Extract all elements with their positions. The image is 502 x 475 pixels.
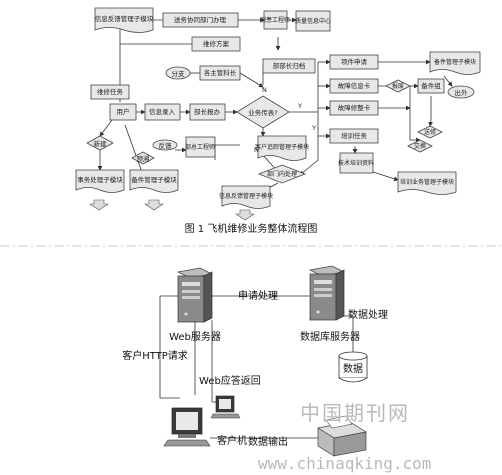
label-info-feedback-mgmt: 信息反馈管理子模块 — [95, 14, 154, 23]
label-repair: 送修 — [424, 128, 436, 136]
label-data-processing: 数据处理 — [348, 308, 388, 321]
label-spares-mgmt-module: 备件管理子模块 — [131, 175, 177, 184]
node-quality-info-center-shape — [295, 10, 331, 32]
label-dept-leader-review: 部部长归档 — [273, 61, 306, 70]
label-y1: Y — [297, 102, 302, 110]
label-internal-process: 部门内处理 — [267, 170, 297, 178]
top-caption: 图 1 飞机维修业务整体流程图 — [185, 222, 318, 235]
label-web-server: Web服务器 — [169, 330, 221, 343]
label-dept-coordination: 送务协同部门办理 — [174, 15, 227, 24]
label-training-mgmt-module: 培训业务管理子模块 — [400, 178, 454, 186]
node-repair-shape — [417, 125, 443, 139]
node-user-shape — [109, 103, 137, 121]
node-maintenance-task-shape — [90, 84, 130, 100]
label-spares-mgmt-module2: 备件管理子模块 — [434, 58, 476, 66]
label-branch: 分支 — [172, 69, 186, 78]
node-dept-leader-review-shape — [262, 58, 316, 74]
node-is-business-task-shape — [236, 95, 290, 129]
label-new-build: 新建 — [94, 139, 108, 148]
label-biz-process-module: 事务处理子模块 — [77, 175, 123, 184]
web-server-icon — [176, 267, 214, 323]
label-outside: 出外 — [455, 88, 469, 97]
label-maintenance-task: 维修任务 — [97, 87, 124, 96]
node-feedback-shape — [152, 139, 178, 151]
label-is-business-task: 业务传表? — [248, 108, 277, 117]
label-y2: Y — [311, 124, 316, 132]
top-node-shapes — [75, 7, 481, 209]
label-feedback: 反馈 — [159, 141, 173, 150]
node-info-feedback-mgmt2-shape — [221, 185, 271, 209]
label-item-apply: 项件申请 — [341, 57, 368, 66]
database-cylinder-icon — [338, 351, 368, 383]
node-training-mgmt-module-shape — [397, 171, 457, 195]
label-n2: N — [254, 146, 259, 154]
node-branch-shape — [165, 66, 191, 80]
bottom-connectors — [159, 295, 354, 439]
bottom-architecture: Web服务器 数据库服务器 申请处理 数据处理 数据 客户HTTP请求 Web应… — [122, 265, 388, 457]
label-tech-training: 技术培训资料 — [338, 159, 374, 167]
db-server-icon — [308, 265, 346, 321]
label-report: 报废 — [392, 82, 404, 90]
node-info-entry-shape — [144, 103, 181, 121]
label-customer-track-module: 客户追踪管理子模块 — [255, 143, 309, 151]
node-dept-tool-engineer-shape — [185, 136, 216, 158]
label-exchange: 交换 — [414, 142, 426, 150]
label-maintenance-plan: 维修方案 — [203, 39, 230, 48]
node-dept-leader-approve-shape — [189, 103, 226, 121]
node-new-build-shape — [86, 135, 114, 151]
node-spares-mgmt-module-shape — [129, 169, 179, 193]
label-data-output: 数据输出 — [248, 435, 288, 448]
node-tech-training-shape — [339, 152, 374, 174]
label-db-server: 数据库服务器 — [300, 330, 360, 343]
node-report-shape — [385, 79, 411, 93]
label-user: 用户 — [117, 107, 130, 116]
node-spare-group-shape — [417, 78, 445, 94]
label-client: 客户机 — [217, 434, 247, 447]
node-item-apply-shape — [329, 54, 379, 70]
label-task-manager: 各主管科长 — [204, 68, 237, 77]
node-outside-shape — [447, 85, 475, 99]
label-client-http-request: 客户HTTP请求 — [122, 349, 188, 362]
watermark: 中国期刊网 www.chinaqking.com — [258, 401, 431, 473]
client-computer-icon — [163, 407, 211, 447]
node-biz-process-module-shape — [75, 169, 125, 193]
label-n1: N — [262, 86, 267, 94]
watermark-cn: 中国期刊网 — [300, 401, 410, 425]
label-info-feedback-mgmt2: 信息反馈管理子模块 — [219, 192, 273, 200]
label-spare-group: 备件组 — [421, 81, 441, 90]
label-request-processing: 申请处理 — [238, 289, 278, 302]
label-web-response: Web应答返回 — [199, 374, 261, 387]
module-down-arrows — [89, 199, 255, 221]
node-info-feedback-mgmt-shape — [94, 7, 154, 33]
watermark-en: www.chinaqking.com — [258, 454, 431, 473]
label-dept-tool-engineer: 部总工程师 — [185, 143, 215, 151]
node-customer-track-module-shape — [257, 135, 307, 161]
top-flowchart — [97, 17, 453, 191]
node-fault-repair-card-shape — [329, 100, 379, 116]
label-fault-info-card: 故障信息卡 — [338, 81, 371, 90]
node-dept-coordination-shape — [162, 12, 239, 28]
node-meter-tool-station-shape — [263, 10, 288, 30]
label-quality-info-center: 质量信息中心 — [295, 17, 331, 25]
small-client-computer-icon — [210, 395, 241, 419]
label-meter-tool-station: 测患工程师 — [260, 16, 290, 24]
label-pre-alloc: 预溯 — [137, 154, 150, 163]
label-training-task: 培训任务 — [341, 131, 368, 140]
node-internal-process-shape — [257, 164, 307, 184]
node-spares-mgmt-module2-shape — [429, 51, 481, 75]
node-maintenance-plan-shape — [191, 36, 241, 52]
node-training-task-shape — [329, 128, 379, 144]
node-task-manager-shape — [199, 65, 241, 81]
label-fault-repair-card: 故障修整卡 — [338, 103, 371, 112]
node-pre-alloc-shape — [131, 151, 155, 165]
label-dept-leader-approve: 部长报办 — [194, 107, 221, 116]
label-data: 数据 — [343, 362, 363, 375]
node-fault-info-card-shape — [329, 78, 379, 94]
printer-icon — [317, 415, 367, 457]
top-node-labels: 信息反馈管理子模块 送务协同部门办理 测患工程师 质量信息中心 维修方案 分支 … — [77, 14, 476, 200]
node-exchange-shape — [407, 139, 433, 153]
label-info-entry: 信息录入 — [149, 107, 176, 116]
